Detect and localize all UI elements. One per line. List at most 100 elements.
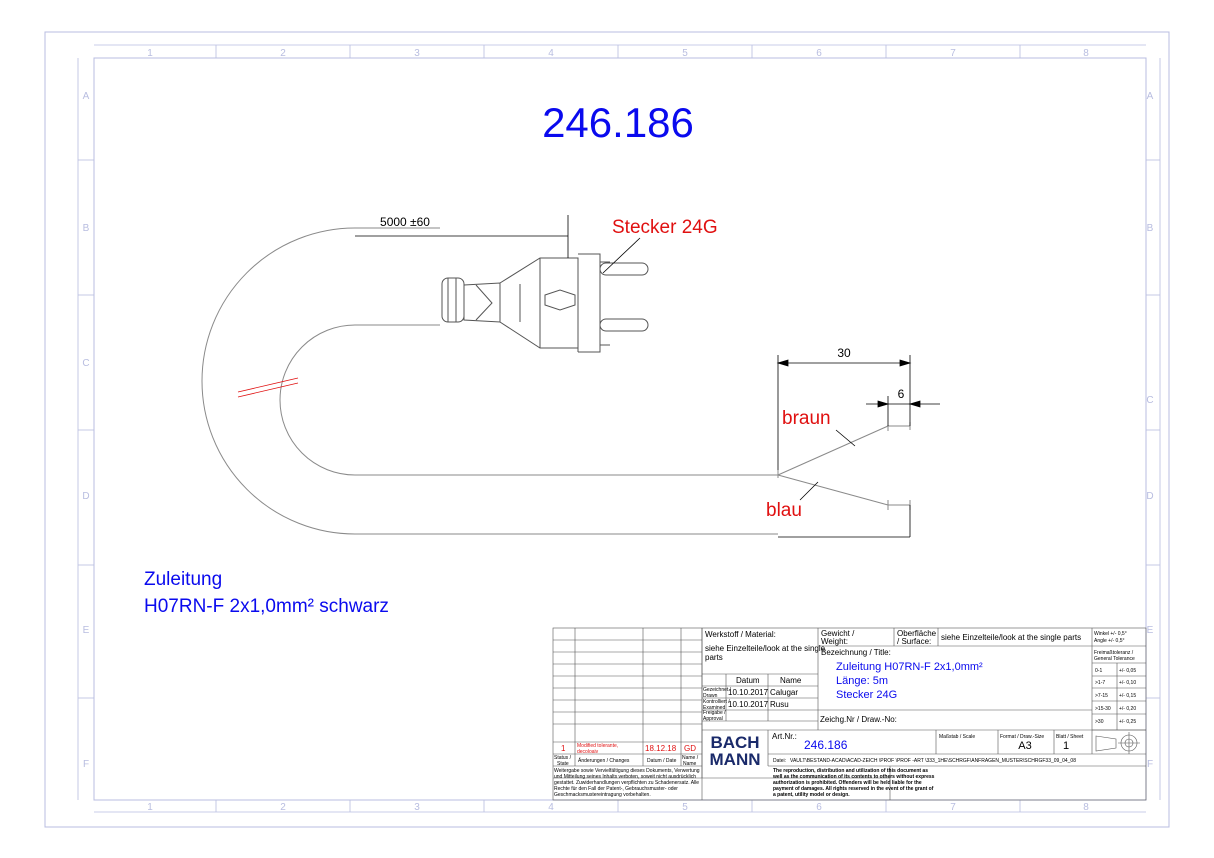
row-label-right-f: F	[1147, 759, 1153, 770]
col-label-bottom-2: 2	[280, 802, 286, 813]
cable-title-line-2: H07RN-F 2x1,0mm² schwarz	[144, 596, 389, 617]
tol-range-5: >30	[1095, 719, 1104, 725]
sheet-label: Blatt / Sheet	[1056, 734, 1084, 740]
col-label-bottom-7: 7	[950, 802, 956, 813]
row-label-left-d: D	[82, 491, 89, 502]
label-plug: Stecker 24G	[612, 217, 718, 238]
col-label-bottom-4: 4	[548, 802, 554, 813]
col-label-bottom-5: 5	[682, 802, 688, 813]
col-label-top-6: 6	[816, 48, 822, 59]
bachmann-logo: BACH MANN	[710, 733, 761, 769]
dim-6-label: 6	[898, 387, 905, 401]
tol-range-4: >15-30	[1095, 706, 1111, 712]
approved-label-2: Approval	[703, 716, 723, 722]
notice-de-2: und Mitteilung seines Inhalts verboten, …	[554, 774, 696, 780]
revision-name: GD	[684, 744, 696, 753]
cable-drawing	[201, 227, 911, 535]
weight-label-1: Gewicht /	[821, 629, 855, 638]
changes-label: Änderungen / Changes	[578, 757, 630, 764]
date-name-label: Datum / Date	[647, 758, 677, 764]
designation-line-2: Länge: 5m	[836, 675, 888, 687]
approved-label-1: Freigabe /	[703, 710, 726, 716]
tol-range-2: >1-7	[1095, 680, 1105, 686]
tol-angle-2: Angle +/- 0,5°	[1094, 638, 1125, 644]
row-label-right-a: A	[1147, 91, 1154, 102]
checked-name: Rusu	[770, 700, 789, 709]
projection-symbol-icon	[1095, 732, 1140, 754]
logo-line-1: BACH	[710, 733, 759, 752]
cable-break-marks	[237, 377, 299, 398]
surface-value: siehe Einzelteile/look at the single par…	[941, 633, 1081, 642]
dim-6-arrow-left	[877, 400, 890, 408]
status-label-1: Status /	[554, 755, 572, 761]
art-label: Art.Nr.:	[772, 732, 797, 741]
name-label-1: Name /	[682, 755, 699, 761]
notice-en-1: The reproduction, distribution and utili…	[773, 768, 928, 774]
label-blue-wire: blau	[766, 500, 802, 521]
revision-date: 18.12.18	[645, 744, 677, 753]
notice-de-3: gestattet. Zuwiderhandlungen verpflichte…	[554, 780, 699, 786]
dim-30-arrow-right	[899, 359, 912, 367]
material-value-line-1: siehe Einzelteile/look at the single	[705, 644, 826, 653]
col-label-top-5: 5	[682, 48, 688, 59]
plug-stecker-24g	[441, 253, 649, 353]
cable-outer-contour	[201, 227, 778, 535]
notice-de-5: Geschmacksmustereintragung vorbehalten.	[554, 792, 651, 798]
name-label-2: Name	[683, 761, 697, 767]
file-label: Datei:	[773, 758, 786, 764]
dim-length-label: 5000 ±60	[380, 215, 430, 229]
column-dividers-top	[215, 45, 1021, 58]
leader-brown	[835, 429, 856, 447]
col-label-top-4: 4	[548, 48, 554, 59]
drawn-label-2: Drawn	[703, 693, 718, 699]
file-path: VAULT\BESTAND-ACAD\ACAD-ZEICH \PROF \PRO…	[790, 758, 1076, 764]
cable-inner-contour	[279, 324, 778, 476]
drawing-no-label: Zeichg.Nr / Draw.-No:	[820, 715, 897, 724]
scale-label: Maßstab / Scale	[939, 734, 975, 740]
date-header: Datum	[736, 676, 760, 685]
format-value: A3	[1018, 740, 1031, 752]
leader-plug	[602, 237, 641, 274]
tol-header-1: Freimaßtoleranz /	[1094, 650, 1134, 656]
row-label-right-b: B	[1147, 223, 1154, 234]
designation-line-3: Stecker 24G	[836, 689, 897, 701]
tol-value-2: +/- 0,10	[1119, 680, 1136, 686]
grid-markers: 1 2 3 4 5 6 7 8 1 2 3 4 5 6 7 8 A B C D …	[78, 45, 1160, 813]
row-label-left-f: F	[83, 759, 89, 770]
dim-30-label: 30	[837, 346, 851, 360]
revision-text-1: Modified tolerante,	[577, 743, 618, 749]
checked-date: 10.10.2017	[728, 700, 769, 709]
col-label-top-7: 7	[950, 48, 956, 59]
name-header: Name	[780, 676, 802, 685]
col-label-top-1: 1	[147, 48, 153, 59]
drawn-label-1: Gezeichnet /	[703, 687, 732, 693]
art-number: 246.186	[804, 738, 848, 752]
col-label-top-8: 8	[1083, 48, 1089, 59]
notice-en-3: authorization is prohibited. Offenders w…	[773, 780, 922, 786]
dimensions	[355, 215, 940, 538]
dim-30-arrow-left	[776, 359, 789, 367]
row-label-left-b: B	[83, 223, 90, 234]
tol-header-2: General Tolerance	[1094, 656, 1135, 662]
col-label-top-2: 2	[280, 48, 286, 59]
tol-value-1: +/- 0,05	[1119, 668, 1136, 674]
checked-label-1: Kontrolliert /	[703, 699, 730, 705]
notice-en-2: well as the communication of its content…	[772, 774, 935, 780]
dim-6-arrow-right	[908, 400, 921, 408]
material-value-line-2: parts	[705, 653, 723, 662]
wire-brown-lines	[777, 422, 911, 476]
col-label-bottom-1: 1	[147, 802, 153, 813]
logo-line-2: MANN	[710, 750, 761, 769]
col-label-top-3: 3	[414, 48, 420, 59]
row-label-right-d: D	[1146, 491, 1153, 502]
tol-range-3: >7-15	[1095, 693, 1108, 699]
col-label-bottom-8: 8	[1083, 802, 1089, 813]
notice-de-1: Weitergabe sowie Vervielfältigung dieses…	[554, 768, 700, 774]
row-label-right-c: C	[1146, 395, 1153, 406]
tol-range-1: 0-1	[1095, 668, 1102, 674]
material-label: Werkstoff / Material:	[705, 630, 776, 639]
weight-label-2: Weight:	[821, 637, 848, 646]
notice-en-4: payment of damages. All rights reserved …	[773, 786, 934, 792]
tol-value-3: +/- 0,15	[1119, 693, 1136, 699]
